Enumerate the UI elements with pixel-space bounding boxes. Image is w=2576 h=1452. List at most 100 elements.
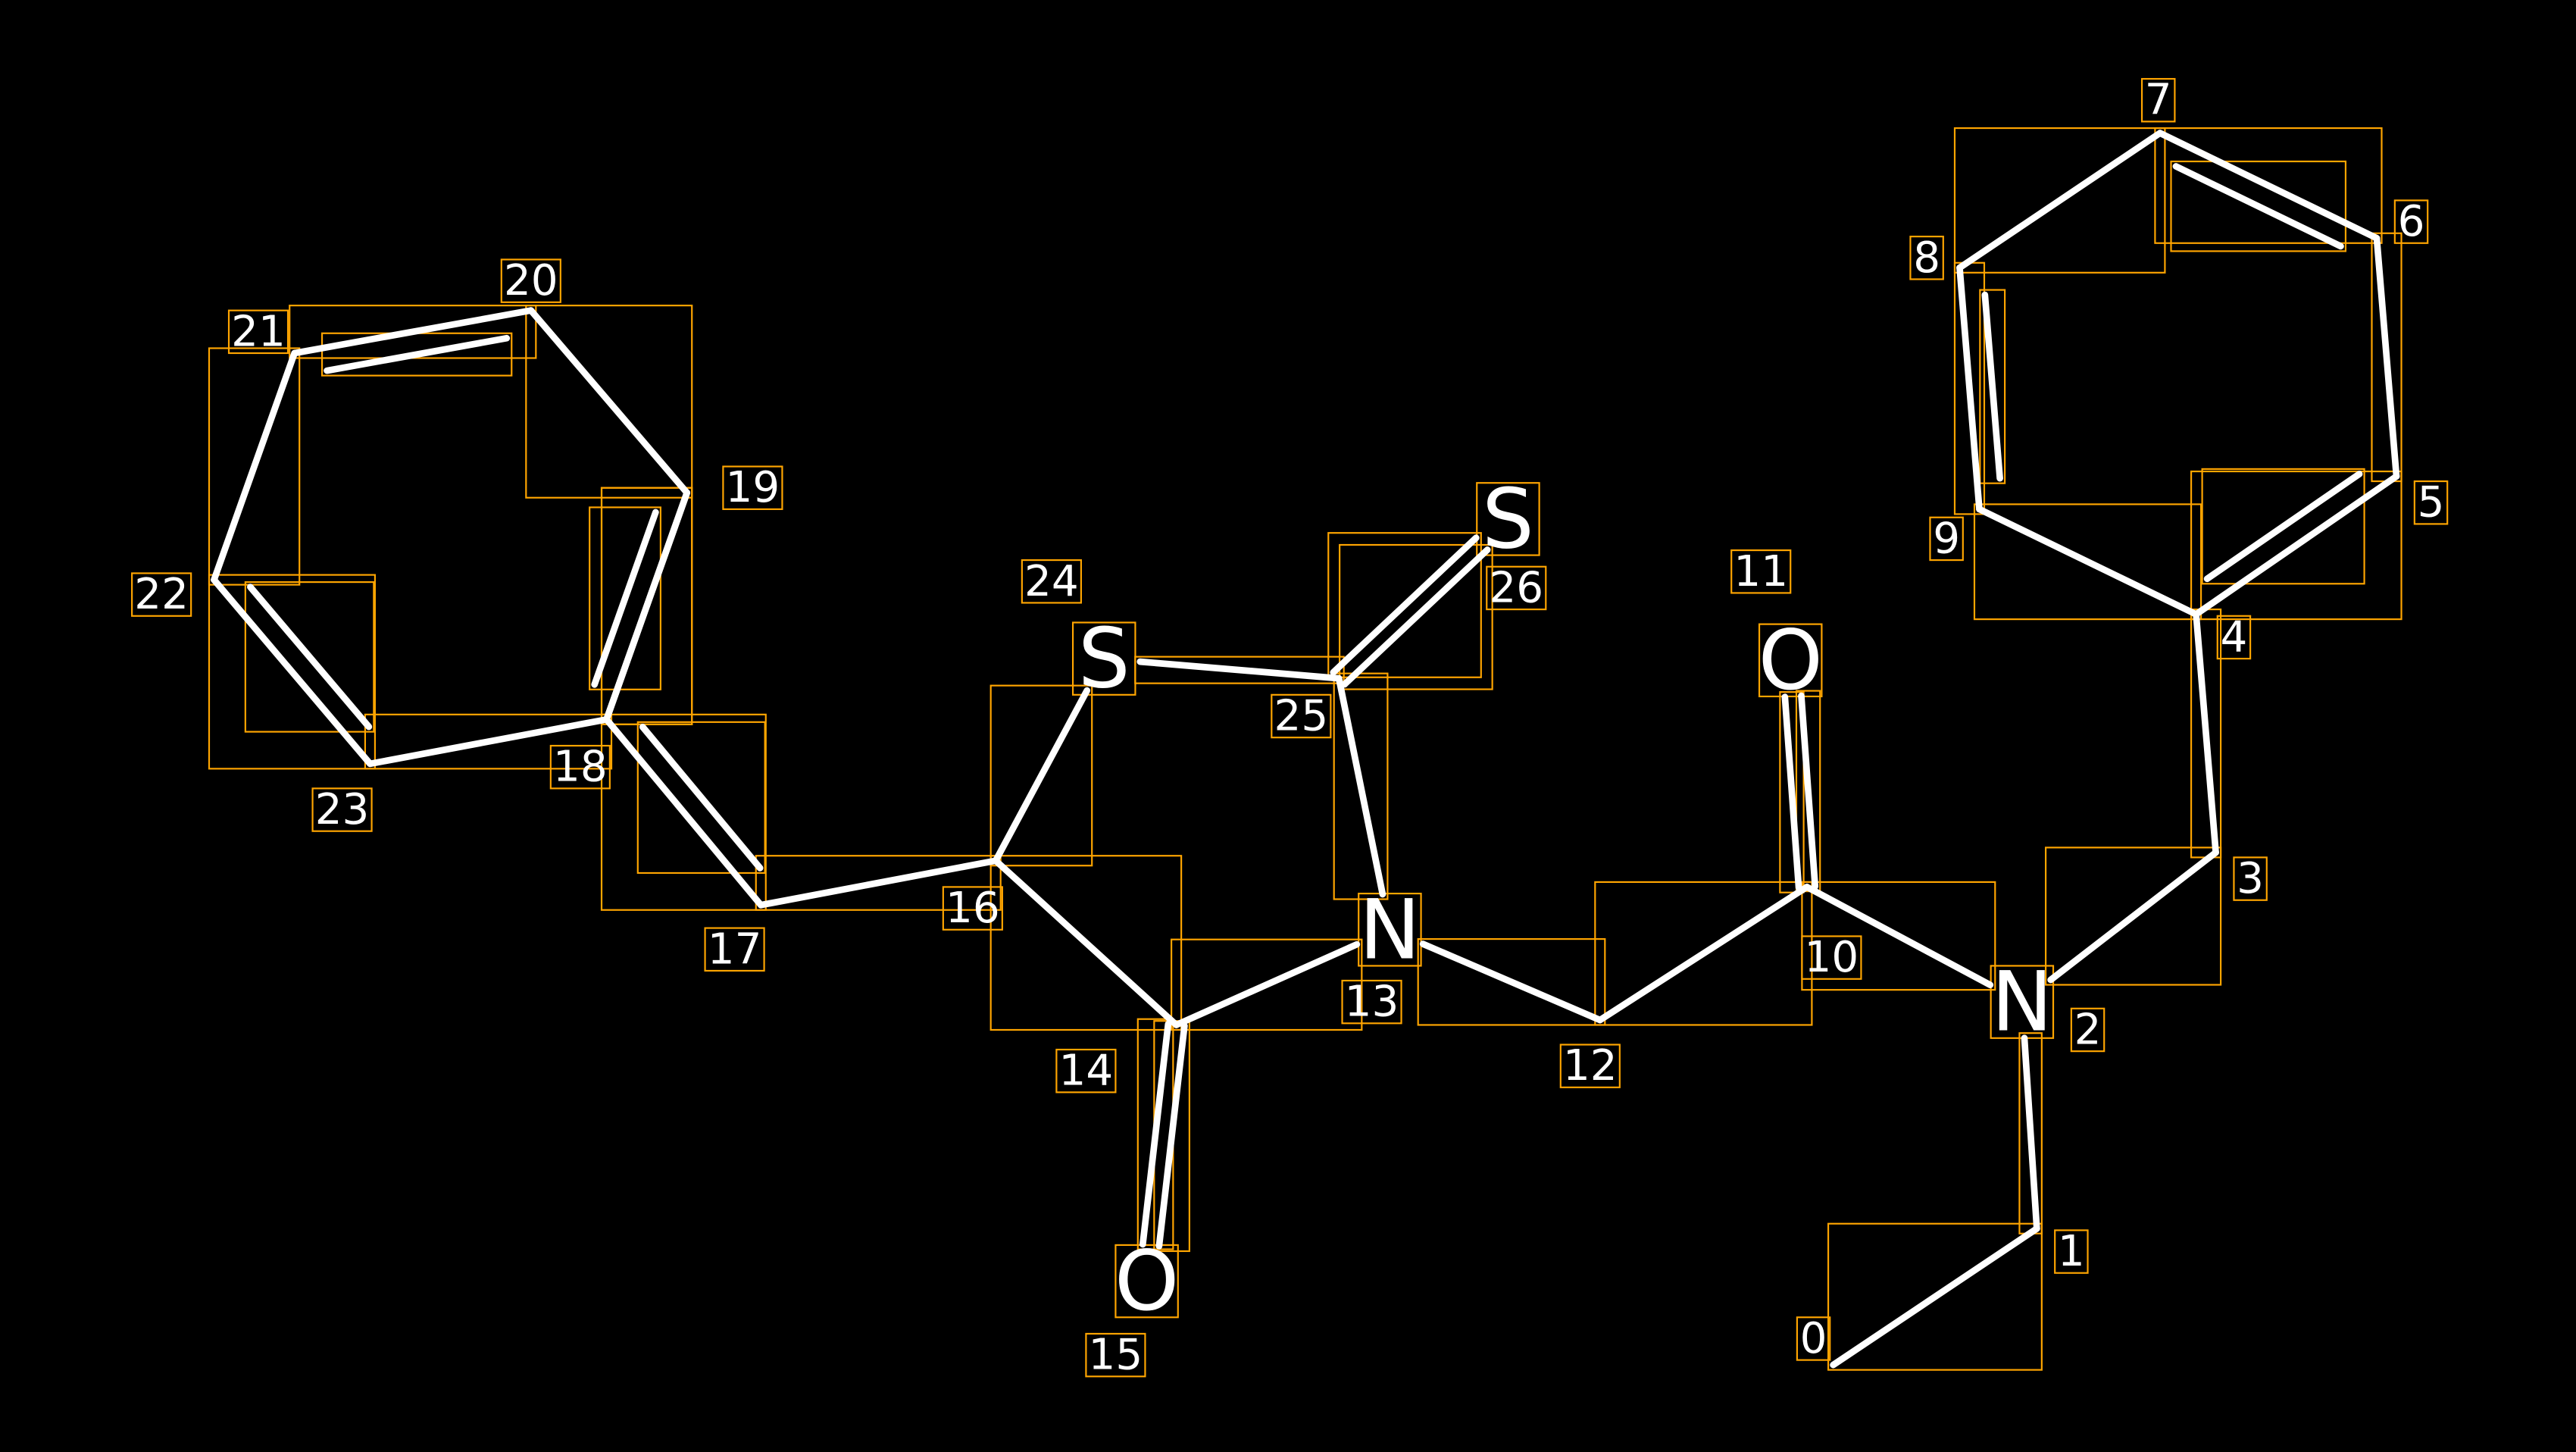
index-box <box>549 744 611 790</box>
bond-box <box>1827 1222 2043 1371</box>
double-bond-line <box>2193 473 2400 618</box>
bond-box <box>525 305 693 499</box>
atom-index-label: 7 <box>2145 76 2172 125</box>
bond-box <box>208 347 301 586</box>
double-bond-line <box>591 509 659 688</box>
atom-index-label: 1 <box>2058 1227 2085 1276</box>
single-bond <box>1830 1225 2040 1369</box>
single-bond <box>2047 849 2219 984</box>
bond-box <box>600 487 693 725</box>
atom-element-N: N <box>1359 881 1421 978</box>
bond-box <box>1594 881 1813 1026</box>
double-bond-line <box>639 723 764 872</box>
atom-index-label: 10 <box>1805 933 1859 982</box>
atom-index-label: 0 <box>1800 1314 1827 1363</box>
single-bond <box>1335 674 1386 898</box>
bond-box <box>1339 543 1493 690</box>
bond-box <box>2201 468 2365 585</box>
index-box <box>2070 1007 2106 1053</box>
bond-box <box>636 721 766 875</box>
atom-index-label: 14 <box>1059 1047 1114 1096</box>
atom-index-label: 12 <box>1563 1041 1618 1091</box>
atom-index-label: 15 <box>1089 1331 1143 1380</box>
atom-box <box>1114 1244 1179 1319</box>
index-box <box>722 465 783 510</box>
index-box <box>2140 77 2176 123</box>
atom-index-label: 4 <box>2221 612 2248 662</box>
double-bond-line <box>1139 1020 1172 1248</box>
atom-index-label: 9 <box>1933 514 1960 563</box>
index-box <box>1271 693 1332 739</box>
atom-box <box>1758 623 1823 698</box>
bond-box <box>1953 127 2166 274</box>
double-bond-line <box>1341 546 1491 688</box>
index-box <box>2054 1229 2089 1274</box>
index-box <box>1055 1048 1117 1094</box>
index-box <box>2393 199 2429 244</box>
index-box <box>942 886 1003 931</box>
atom-index-label: 20 <box>504 256 558 305</box>
atom-index-label: 11 <box>1733 547 1788 596</box>
single-bond <box>367 715 610 768</box>
single-bond <box>992 687 1091 865</box>
index-box <box>1796 1316 1831 1361</box>
double-bond-line <box>1155 1022 1188 1250</box>
single-bond <box>211 349 299 584</box>
single-bond <box>2021 1034 2040 1232</box>
atom-box <box>1071 621 1136 696</box>
bond-box <box>1973 503 2202 621</box>
double-bond-line <box>603 489 691 723</box>
index-box <box>131 572 192 617</box>
double-bond-line <box>1781 693 1802 891</box>
atom-element-S: S <box>1078 611 1130 707</box>
atom-index-label: 25 <box>1274 691 1328 740</box>
single-bond <box>1136 658 1343 682</box>
single-bond <box>2373 234 2400 480</box>
index-box <box>2233 856 2268 901</box>
double-bond-line <box>247 584 373 731</box>
bond-box <box>244 581 375 733</box>
bond-box <box>755 855 1002 911</box>
bond-box <box>1979 289 2006 484</box>
atom-index-label: 17 <box>708 925 762 974</box>
atom-index-label: 24 <box>1024 557 1079 606</box>
bonds <box>211 130 2400 1369</box>
bond-box <box>2170 160 2347 252</box>
index-box <box>227 309 289 355</box>
index-box <box>1486 565 1547 611</box>
single-bond <box>527 307 691 496</box>
double-bond-line <box>1330 534 1480 676</box>
index-box <box>1085 1332 1146 1378</box>
atom-index-label: 2 <box>2074 1005 2102 1054</box>
bond-box <box>364 713 613 770</box>
bond-box <box>989 855 1183 1031</box>
atom-box <box>1476 482 1540 556</box>
atom-index-label: 16 <box>946 884 1000 933</box>
double-bond-line <box>1798 692 1819 890</box>
double-bond-line <box>2203 471 2363 583</box>
single-bond <box>1956 130 2164 271</box>
bond-box <box>1417 937 1606 1026</box>
double-bond-line <box>1981 291 2003 482</box>
double-bond-line <box>1956 264 1983 513</box>
single-bond <box>2193 611 2219 856</box>
bond-box <box>1779 691 1805 893</box>
bond-box <box>2045 846 2222 986</box>
atom-box <box>1358 892 1422 967</box>
double-bond-line <box>2172 163 2344 250</box>
single-bond <box>992 857 1180 1028</box>
atom-index-label: 5 <box>2418 478 2445 527</box>
double-bond-line <box>2156 130 2381 242</box>
index-box <box>2216 615 2252 660</box>
index-box <box>1929 516 1964 562</box>
atom-index-label: 3 <box>2237 854 2264 903</box>
double-bond-line <box>291 307 535 357</box>
atom-element-N: N <box>1991 954 2052 1050</box>
index-box <box>704 927 765 972</box>
atom-index-label: 19 <box>726 463 780 512</box>
single-bond <box>1976 505 2199 618</box>
atom-element-O: O <box>1758 612 1823 709</box>
index-box <box>1341 979 1402 1025</box>
bond-box <box>2190 470 2402 621</box>
